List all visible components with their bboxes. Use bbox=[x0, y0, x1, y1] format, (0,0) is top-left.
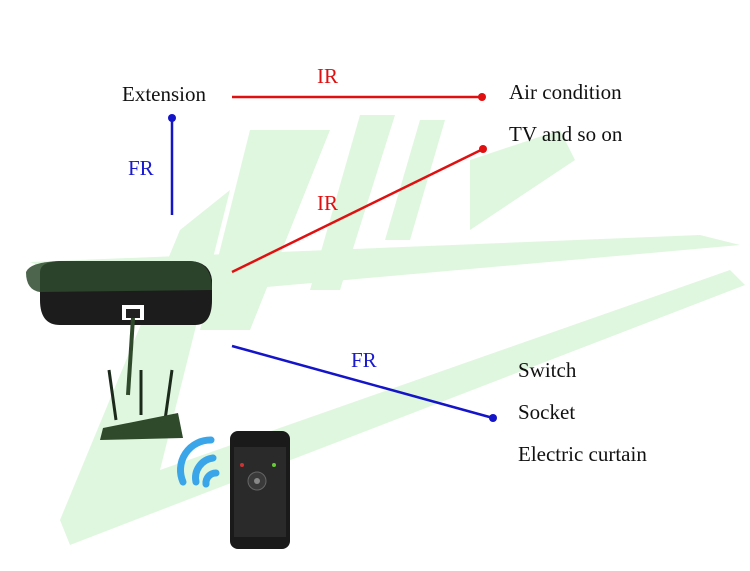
fr-line-hub bbox=[231, 344, 494, 420]
hub-device-icon bbox=[26, 261, 212, 396]
fr-target-switch: Switch bbox=[518, 358, 577, 382]
fr-endpoint-dot bbox=[489, 414, 497, 422]
extension-label: Extension bbox=[122, 82, 206, 106]
smartphone-icon bbox=[230, 431, 290, 549]
ir-endpoint-dot bbox=[478, 93, 486, 101]
wifi-icon bbox=[177, 436, 220, 488]
router-device-icon bbox=[100, 369, 183, 440]
ir-label-mid: IR bbox=[317, 191, 338, 215]
ir-target-air-condition: Air condition bbox=[509, 80, 622, 104]
ir-label-top: IR bbox=[317, 64, 338, 88]
fr-label-bottom: FR bbox=[351, 348, 377, 372]
fr-endpoint-dot bbox=[168, 114, 176, 122]
ir-line-hub bbox=[231, 147, 484, 274]
fr-target-socket: Socket bbox=[518, 400, 576, 424]
fr-target-curtain: Electric curtain bbox=[518, 442, 647, 466]
ir-endpoint-dot bbox=[479, 145, 487, 153]
fr-label-left: FR bbox=[128, 156, 154, 180]
ir-target-tv: TV and so on bbox=[509, 122, 623, 146]
